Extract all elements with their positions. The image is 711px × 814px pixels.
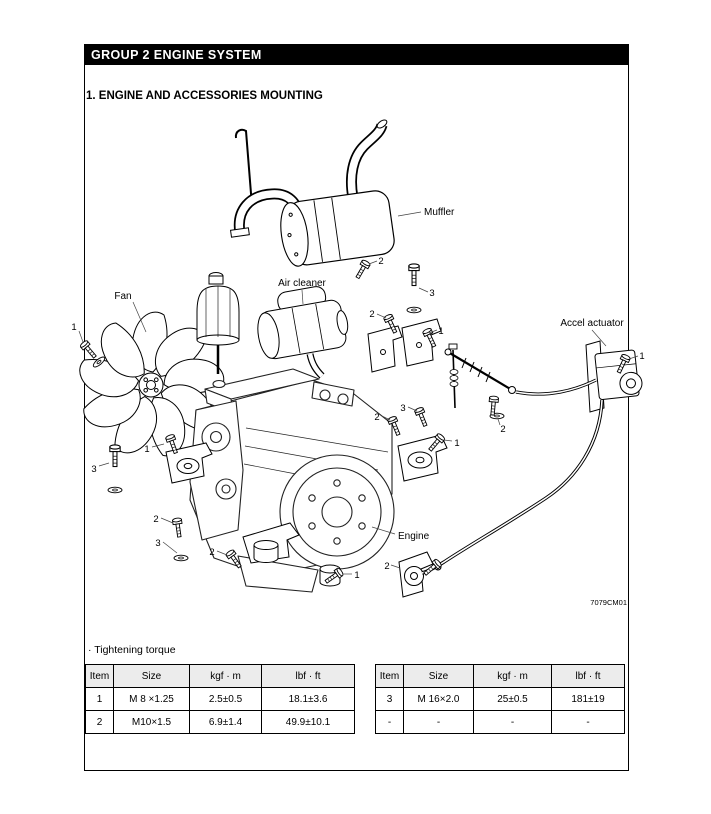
- table-header-row: Item Size kgf · m lbf · ft: [375, 664, 625, 688]
- callout-number: 1: [454, 438, 459, 449]
- cell-kgfm: -: [473, 710, 552, 734]
- col-header-item: Item: [375, 664, 404, 688]
- callout-number: 2: [369, 309, 374, 320]
- cell-item: -: [375, 710, 404, 734]
- callout-number: 1: [639, 351, 644, 362]
- callout-number: 2: [209, 547, 214, 558]
- col-header-size: Size: [113, 664, 190, 688]
- engine-block-illustration: [189, 368, 395, 593]
- callout-number: 2: [153, 514, 158, 525]
- cell-size: M10×1.5: [113, 710, 190, 734]
- muffler-illustration: [229, 119, 395, 267]
- group-header-title: GROUP 2 ENGINE SYSTEM: [91, 47, 262, 62]
- cell-kgfm: 2.5±0.5: [189, 687, 262, 711]
- col-header-kgfm: kgf · m: [473, 664, 552, 688]
- torque-table-2: Item Size kgf · m lbf · ft 3 M 16×2.0 25…: [375, 664, 625, 734]
- figure-code: 7079CM01: [590, 598, 627, 607]
- label-engine: Engine: [398, 531, 430, 542]
- col-header-size: Size: [403, 664, 474, 688]
- table-row: 3 M 16×2.0 25±0.5 181±19: [375, 687, 625, 711]
- callout-number: 1: [438, 326, 443, 337]
- precleaner-illustration: [196, 272, 240, 374]
- callout-number: 1: [354, 570, 359, 581]
- leader-lines: [78, 211, 639, 575]
- callout-number: 2: [500, 424, 505, 435]
- label-accel-actuator: Accel actuator: [560, 318, 624, 329]
- cell-lbfft: 49.9±10.1: [261, 710, 355, 734]
- mounting-brackets: [165, 318, 448, 598]
- table-header-row: Item Size kgf · m lbf · ft: [85, 664, 355, 688]
- callout-number: 1: [144, 444, 149, 455]
- label-fan: Fan: [114, 291, 131, 302]
- callout-numbers: 1 3 1 2 3 2 1 2 2 3 1 3 2 1 2 1 2: [71, 256, 644, 581]
- fan-illustration: [75, 311, 227, 461]
- callout-number: 1: [71, 322, 76, 333]
- callout-number: 3: [155, 538, 160, 549]
- torque-caption: · Tightening torque: [88, 644, 176, 656]
- col-header-kgfm: kgf · m: [189, 664, 262, 688]
- col-header-lbfft: lbf · ft: [261, 664, 355, 688]
- cell-size: M 16×2.0: [403, 687, 474, 711]
- cell-item: 3: [375, 687, 404, 711]
- group-header-bar: GROUP 2 ENGINE SYSTEM: [84, 44, 629, 65]
- air-cleaner-illustration: [257, 286, 349, 379]
- cell-kgfm: 6.9±1.4: [189, 710, 262, 734]
- col-header-lbfft: lbf · ft: [551, 664, 625, 688]
- accel-actuator-illustration: [585, 340, 643, 413]
- callout-number: 2: [374, 412, 379, 423]
- label-muffler: Muffler: [424, 207, 455, 218]
- callout-number: 2: [384, 561, 389, 572]
- torque-table-1: Item Size kgf · m lbf · ft 1 M 8 ×1.25 2…: [85, 664, 355, 734]
- callout-number: 3: [400, 403, 405, 414]
- table-row: 2 M10×1.5 6.9±1.4 49.9±10.1: [85, 710, 355, 734]
- callout-number: 3: [91, 464, 96, 475]
- cell-size: -: [403, 710, 474, 734]
- col-header-item: Item: [85, 664, 114, 688]
- cell-lbfft: 18.1±3.6: [261, 687, 355, 711]
- table-row: 1 M 8 ×1.25 2.5±0.5 18.1±3.6: [85, 687, 355, 711]
- throttle-cable: [421, 343, 604, 575]
- section-title: 1. ENGINE AND ACCESSORIES MOUNTING: [86, 90, 323, 102]
- cell-size: M 8 ×1.25: [113, 687, 190, 711]
- table-row: - - - -: [375, 710, 625, 734]
- callout-number: 3: [429, 288, 434, 299]
- cell-kgfm: 25±0.5: [473, 687, 552, 711]
- cell-item: 2: [85, 710, 114, 734]
- cell-item: 1: [85, 687, 114, 711]
- label-air-cleaner: Air cleaner: [278, 278, 326, 289]
- callout-number: 2: [378, 256, 383, 267]
- cell-lbfft: -: [551, 710, 625, 734]
- cell-lbfft: 181±19: [551, 687, 625, 711]
